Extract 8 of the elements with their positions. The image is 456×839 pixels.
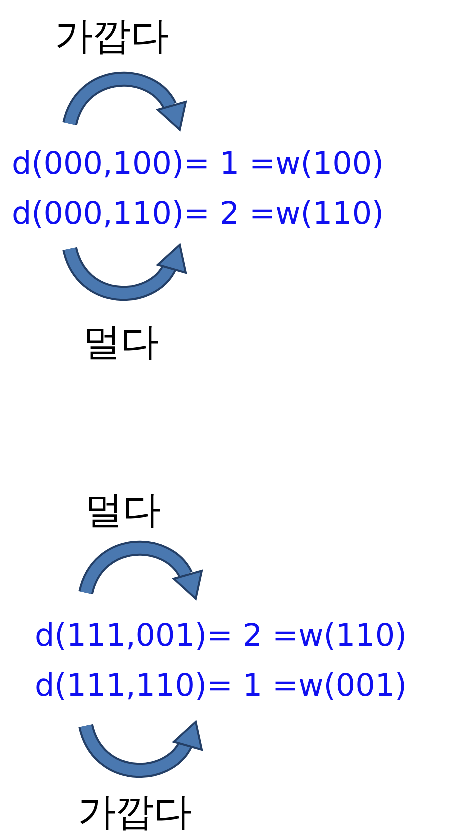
distance-formula: d(111,001)= 2 =w(110)	[35, 618, 408, 656]
distance-formula: d(111,110)= 1 =w(001)	[35, 668, 408, 706]
distance-formula: d(000,100)= 1 =w(100)	[12, 146, 384, 184]
relation-label: 멀다	[85, 490, 161, 532]
relation-label: 멀다	[83, 322, 159, 364]
distance-formula: d(000,110)= 2 =w(110)	[12, 196, 384, 234]
relation-label: 가깝다	[55, 16, 169, 58]
relation-label: 가깝다	[78, 792, 192, 834]
